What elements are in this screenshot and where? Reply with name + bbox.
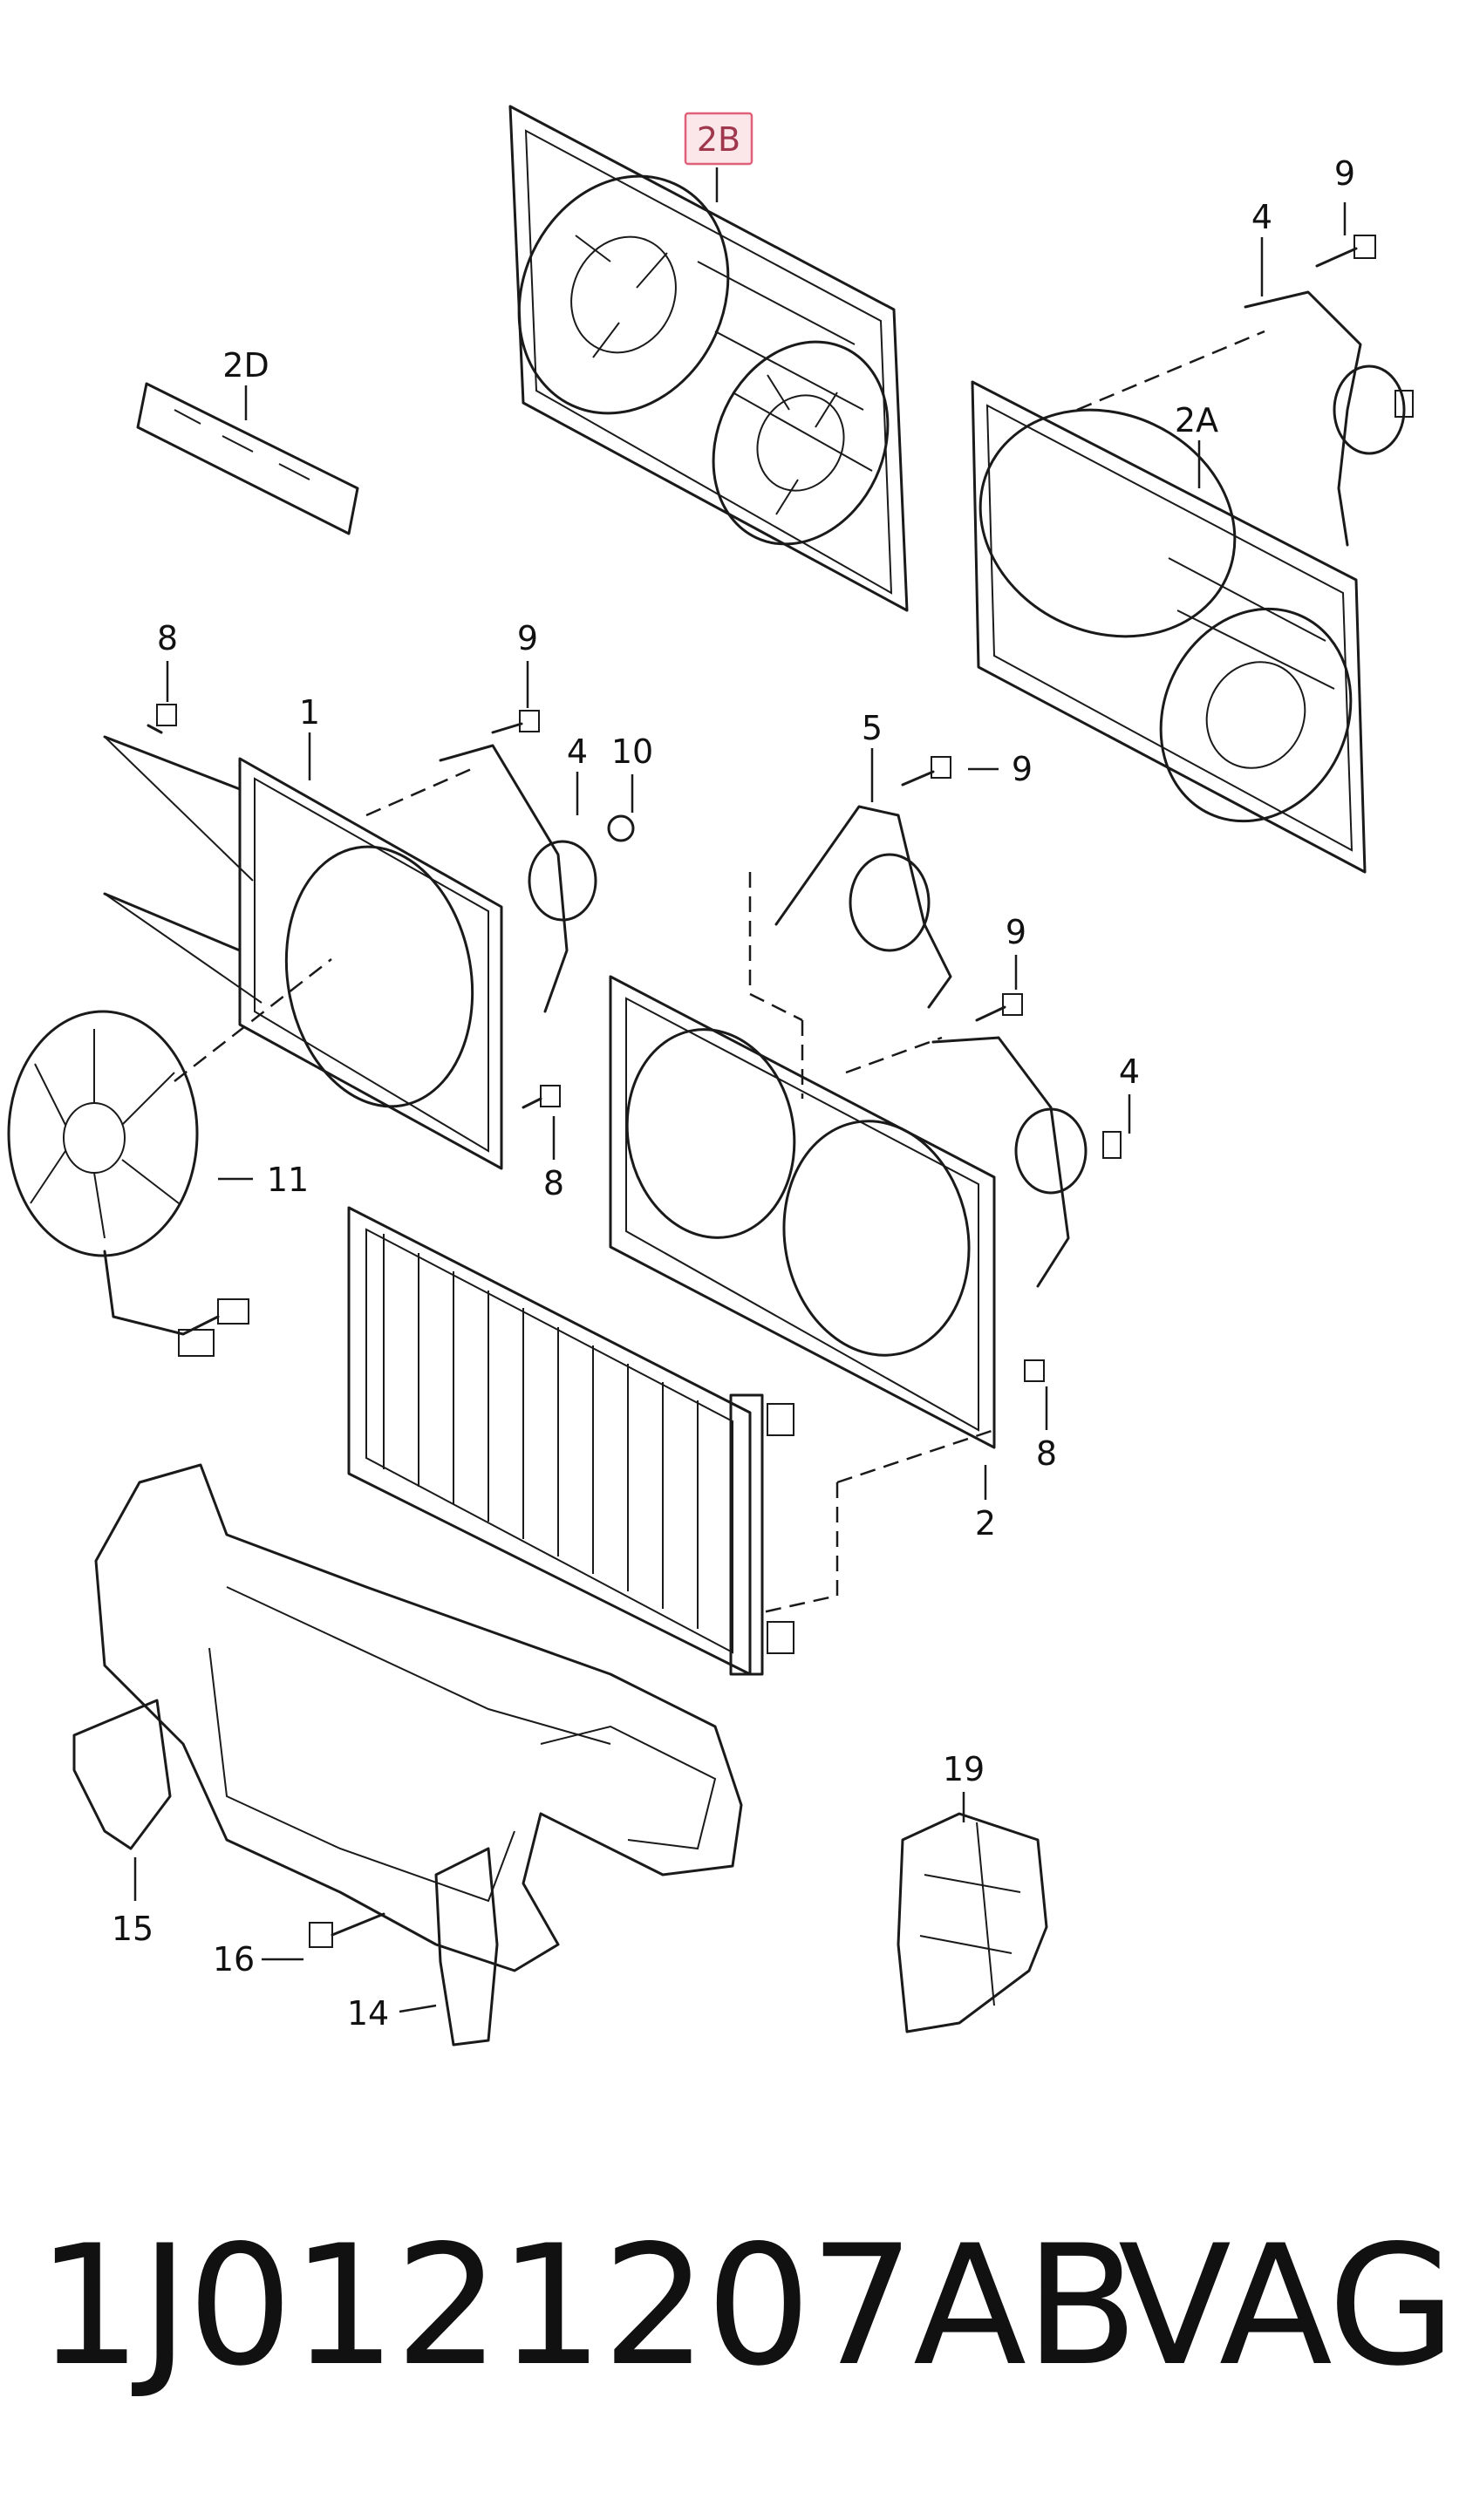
- part-number-text: 1J0121207AB: [37, 2210, 1138, 2402]
- part-9-bolt-low-right: [975, 993, 1023, 1022]
- part-10-nut: [607, 814, 635, 842]
- callout-10: 10: [611, 732, 653, 771]
- part-front-carrier: [94, 1463, 743, 1972]
- part-11-fan-motor: [7, 1010, 249, 1357]
- callout-4-left: 4: [567, 732, 588, 771]
- part-9-bolt-top: [1315, 235, 1376, 268]
- part-8-bolt-upper: [147, 704, 177, 734]
- part-4-wire-holder-top: [1244, 290, 1414, 547]
- callout-4-right: 4: [1119, 1052, 1140, 1091]
- part-2a-single-fan-shroud: [971, 380, 1367, 874]
- part-4-wire-holder-left: [439, 744, 597, 1013]
- callout-9-mid-right: 9: [1012, 750, 1033, 788]
- part-2d-bracket-strip: [136, 382, 359, 535]
- part-15-air-guide-left: [72, 1699, 172, 1850]
- part-5-bracket: [774, 805, 952, 1009]
- callout-2: 2: [975, 1504, 996, 1543]
- part-16-bolt: [309, 1912, 385, 1948]
- callout-19: 19: [943, 1750, 985, 1788]
- callout-2a: 2A: [1175, 401, 1218, 439]
- callout-8-upper-left: 8: [157, 619, 178, 657]
- assembly-guide-lines: [174, 330, 1265, 1615]
- part-14-air-guide: [434, 1847, 499, 2047]
- part-radiator: [347, 1206, 794, 1676]
- callout-11: 11: [267, 1161, 309, 1199]
- part-9-bolt-mid-right: [901, 756, 951, 787]
- part-9-bolt-left: [491, 710, 540, 734]
- callout-5: 5: [862, 709, 883, 747]
- callout-8-mid: 8: [543, 1164, 564, 1202]
- brand-text: VAG: [1118, 2210, 1456, 2402]
- callout-2b-highlighted: 2B: [684, 112, 753, 166]
- part-4-wire-holder-right: [931, 1036, 1122, 1288]
- part-2-twin-fan-frame: [609, 975, 996, 1449]
- part-2b-twin-fan-shroud: [508, 105, 909, 612]
- part-19-air-duct: [897, 1812, 1048, 2033]
- callout-2d: 2D: [222, 346, 269, 385]
- part-8-bolt-right: [1024, 1359, 1045, 1382]
- callout-9-low-right: 9: [1006, 913, 1026, 951]
- part-8-bolt-mid: [522, 1085, 561, 1109]
- callout-15: 15: [112, 1910, 153, 1948]
- callout-16: 16: [213, 1940, 255, 1979]
- callout-9-left: 9: [517, 619, 538, 657]
- callout-8-right: 8: [1036, 1434, 1057, 1473]
- exploded-parts-diagram: 2B 9 4 2D 2A 8 9 1 4 10 5 9 9 4 11 8 8 2…: [7, 105, 1414, 2047]
- callout-9-top: 9: [1334, 154, 1355, 193]
- callout-1: 1: [299, 693, 320, 732]
- callout-2b-label: 2B: [697, 120, 740, 159]
- leader-lines: [133, 167, 1347, 2013]
- part-1-single-fan-frame: [103, 735, 503, 1170]
- callout-14: 14: [347, 1994, 389, 2033]
- callout-4-top: 4: [1251, 198, 1272, 236]
